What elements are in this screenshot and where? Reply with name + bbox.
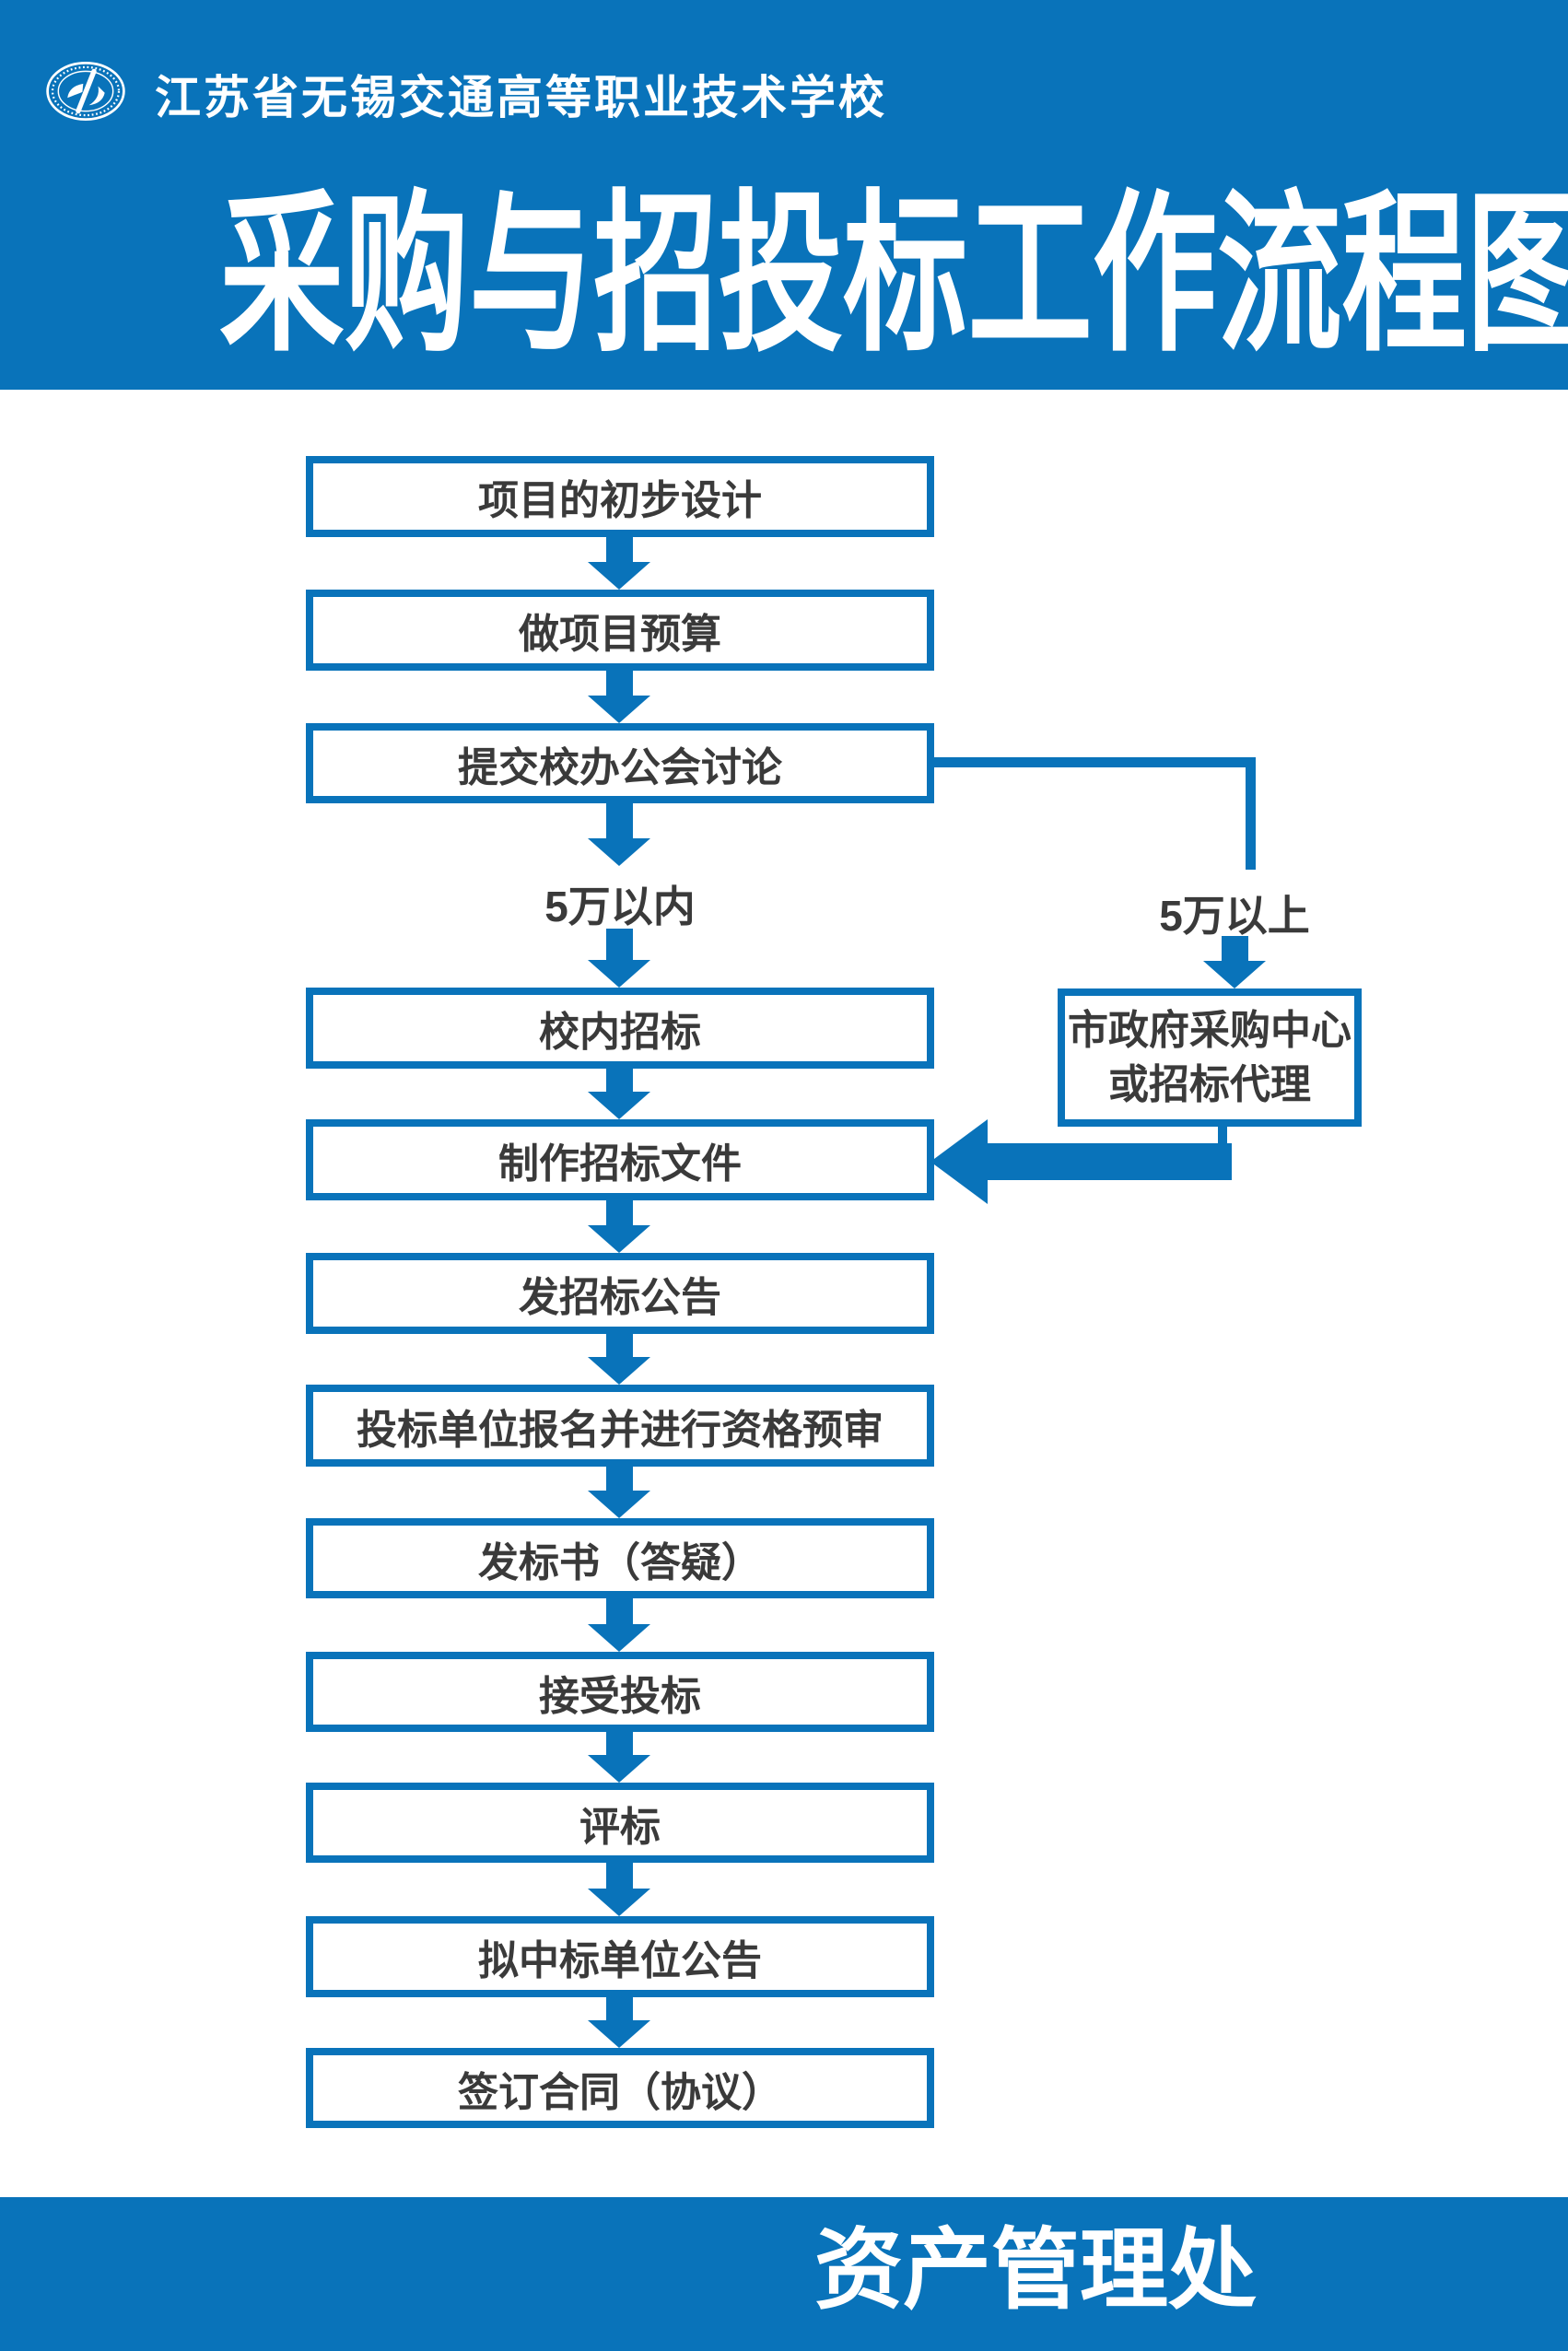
flow-step-box-9: 接受投标 <box>306 1652 934 1732</box>
flow-step-label: 项目的初步设计 <box>478 478 762 523</box>
arrow-shaft <box>605 1732 633 1755</box>
arrow-head-icon <box>588 696 650 723</box>
down-arrow-connector <box>588 537 650 590</box>
arrow-shaft <box>605 1069 633 1092</box>
right-box-line2: 或招标代理 <box>1108 1062 1311 1107</box>
flow-step-label: 发标书（答疑） <box>478 1539 762 1585</box>
down-arrow-connector <box>588 1200 650 1253</box>
down-arrow-connector <box>588 1334 650 1385</box>
arrow-shaft <box>1221 936 1248 961</box>
arrow-head-icon <box>588 1755 650 1783</box>
flow-step-label: 投标单位报名并进行资格预审 <box>357 1407 883 1453</box>
arrow-shaft <box>605 1200 633 1225</box>
arrow-shaft <box>605 803 633 838</box>
arrow-shaft <box>605 1598 633 1624</box>
flow-step-box-12: 签订合同（协议） <box>306 2048 934 2128</box>
down-arrow-connector <box>588 1997 650 2048</box>
left-arrow-shaft <box>988 1143 1232 1180</box>
elbow-connector-vertical <box>1246 757 1256 870</box>
flow-step-box-10: 评标 <box>306 1783 934 1863</box>
flow-step-box-2: 做项目预算 <box>306 590 934 671</box>
flow-step-label: 签订合同（协议） <box>458 2069 782 2115</box>
flow-step-box-1: 项目的初步设计 <box>306 456 934 537</box>
flow-step-label: 制作招标文件 <box>498 1141 742 1187</box>
arrow-head-icon <box>588 1624 650 1652</box>
left-arrow-head-icon <box>930 1119 988 1204</box>
arrow-shaft <box>605 671 633 696</box>
arrow-head-icon <box>588 2020 650 2048</box>
down-arrow-connector <box>1203 936 1266 988</box>
arrow-shaft <box>605 1467 633 1491</box>
school-badge-icon <box>46 62 125 121</box>
flow-box-city-procurement: 市政府采购中心 或招标代理 <box>1058 988 1362 1127</box>
elbow-connector-horizontal <box>927 757 1256 767</box>
arrow-shaft <box>605 537 633 562</box>
arrow-head-icon <box>588 960 650 988</box>
flow-step-box-4: 校内招标 <box>306 988 934 1069</box>
flow-step-label: 拟中标单位公告 <box>478 1938 762 1983</box>
down-arrow-connector <box>588 1732 650 1783</box>
department-name: 资产管理处 <box>814 2221 1257 2320</box>
down-arrow-connector <box>588 1598 650 1652</box>
flow-step-box-3: 提交校办公会讨论 <box>306 723 934 803</box>
flow-step-box-7: 投标单位报名并进行资格预审 <box>306 1385 934 1467</box>
school-name: 江苏省无锡交通高等职业技术学校 <box>155 72 887 123</box>
branch-label-over-50k: 5万以上 <box>1159 892 1310 940</box>
arrow-head-icon <box>588 1357 650 1385</box>
flow-step-label: 做项目预算 <box>519 612 721 657</box>
down-arrow-connector <box>588 1467 650 1518</box>
arrow-head-icon <box>588 1092 650 1119</box>
flow-step-label: 提交校办公会讨论 <box>458 744 782 790</box>
down-arrow-connector <box>588 671 650 723</box>
branch-label-under-50k: 5万以内 <box>544 883 696 930</box>
down-arrow-connector <box>588 1863 650 1916</box>
down-arrow-connector <box>588 803 650 866</box>
flow-step-box-6: 发招标公告 <box>306 1253 934 1334</box>
arrow-head-icon <box>588 1491 650 1518</box>
right-box-line1: 市政府采购中心 <box>1068 1007 1352 1053</box>
flow-step-box-8: 发标书（答疑） <box>306 1518 934 1598</box>
arrow-shaft <box>605 1863 633 1889</box>
flow-step-label: 评标 <box>579 1804 661 1850</box>
arrow-head-icon <box>1203 961 1266 988</box>
header-band: 江苏省无锡交通高等职业技术学校 采购与招投标工作流程图 <box>0 0 1568 390</box>
arrow-head-icon <box>588 1889 650 1916</box>
arrow-shaft <box>605 1997 633 2020</box>
arrow-shaft <box>605 929 633 960</box>
flow-step-label: 接受投标 <box>539 1673 701 1719</box>
flow-step-label: 发招标公告 <box>519 1275 721 1320</box>
down-arrow-connector <box>588 929 650 988</box>
footer-band: 资产管理处 <box>0 2197 1568 2351</box>
arrow-head-icon <box>588 838 650 866</box>
page-title: 采购与招投标工作流程图 <box>219 178 1568 371</box>
flow-step-label: 校内招标 <box>539 1010 701 1055</box>
arrow-head-icon <box>588 1225 650 1253</box>
flow-step-box-11: 拟中标单位公告 <box>306 1916 934 1997</box>
arrow-head-icon <box>588 562 650 590</box>
rightbox-bottom-connector <box>1218 1127 1227 1149</box>
arrow-shaft <box>605 1334 633 1357</box>
flow-step-box-5: 制作招标文件 <box>306 1119 934 1200</box>
down-arrow-connector <box>588 1069 650 1119</box>
